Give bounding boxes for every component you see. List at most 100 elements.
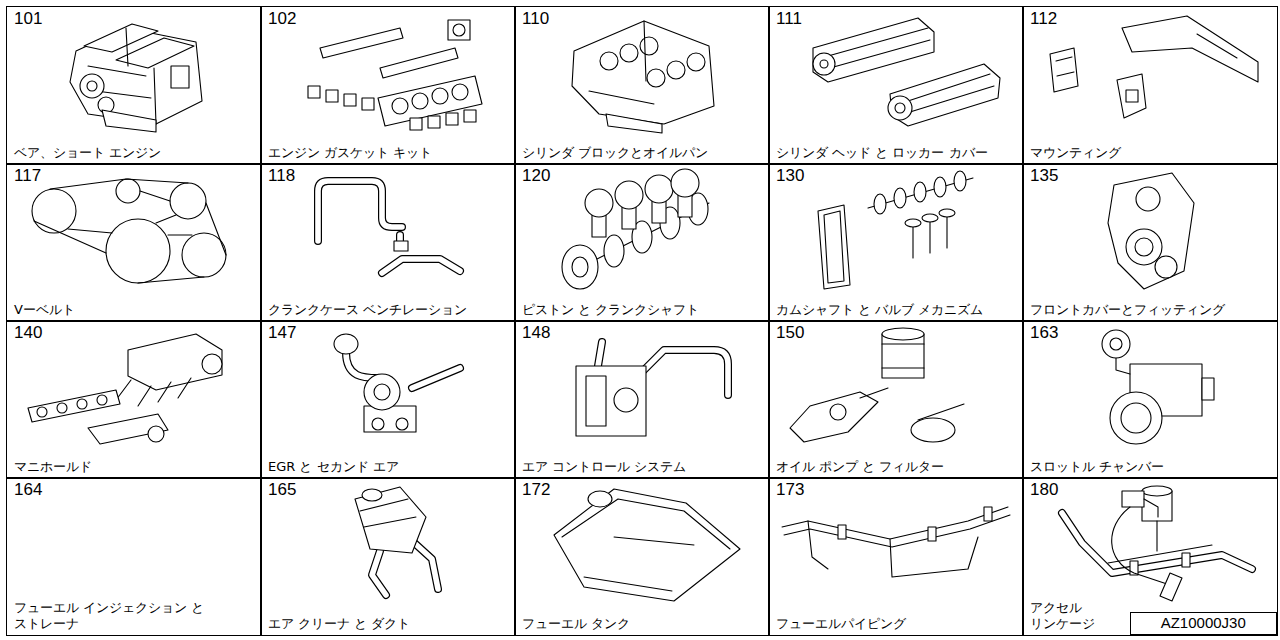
section-number: 117	[14, 166, 41, 186]
cylinder-head-illustration-part	[813, 53, 835, 75]
cylinder-block-illustration	[572, 21, 714, 133]
egr-illustration-part	[364, 406, 416, 432]
camshaft-illustration-part	[939, 209, 955, 217]
section-name: カムシャフト と バルブ メカニズム	[776, 302, 983, 318]
catalog-cell: 164フューエル インジェクション と ストレーナ	[6, 477, 262, 636]
accelerator-linkage-illustration-part	[1160, 573, 1182, 601]
throttle-chamber-illustration-part	[1202, 378, 1214, 400]
v-belt-illustration-part	[116, 179, 140, 203]
engine-illustration-part	[80, 74, 104, 98]
section-name: オイル ポンプ と フィルター	[776, 459, 944, 475]
ventilation-hose-illustration-part	[394, 241, 408, 251]
engine-illustration-part	[102, 110, 156, 132]
section-name: クランクケース ベンチレーション	[268, 302, 467, 318]
air-control-illustration	[576, 342, 728, 436]
air-control-illustration-part	[598, 342, 602, 366]
gasket-illustration	[308, 20, 482, 130]
air-cleaner-illustration-part	[372, 551, 386, 595]
gasket-illustration-part	[320, 28, 403, 58]
cylinder-head-illustration-part	[828, 28, 930, 68]
fuel-tank-illustration-part	[554, 489, 740, 601]
section-number: 172	[522, 480, 550, 500]
camshaft-illustration-part	[905, 219, 921, 227]
v-belt-illustration-part	[34, 179, 226, 283]
gasket-illustration-part	[410, 118, 422, 130]
fuel-injection-illustration-part	[1182, 553, 1190, 567]
gasket-illustration-part	[464, 110, 476, 122]
camshaft-illustration-part	[934, 177, 946, 197]
manifold-illustration-part	[28, 390, 120, 422]
cylinder-head-illustration	[813, 18, 1000, 126]
gasket-illustration-part	[380, 48, 458, 78]
fuel-piping-illustration-part	[984, 507, 992, 521]
section-number: 118	[268, 166, 295, 186]
air-cleaner-illustration	[355, 487, 438, 595]
gasket-illustration-part	[452, 84, 468, 100]
v-belt-illustration-part	[182, 233, 226, 277]
section-name: EGR と セカンド エア	[268, 459, 399, 475]
manifold-illustration-part	[148, 426, 164, 442]
catalog-cell: 150オイル ポンプ と フィルター	[768, 320, 1024, 479]
throttle-chamber-illustration-part	[1102, 330, 1130, 358]
section-number: 147	[268, 323, 296, 343]
camshaft-illustration-part	[954, 171, 966, 191]
ventilation-hose-illustration	[318, 181, 460, 273]
egr-illustration-part	[372, 418, 384, 430]
fuel-piping-illustration	[782, 507, 1010, 577]
fuel-injection-illustration	[1062, 486, 1252, 575]
air-cleaner-illustration-part	[355, 487, 426, 553]
catalog-cell: 130カムシャフト と バルブ メカニズム	[768, 163, 1024, 322]
catalog-cell: 120ピストン と クランクシャフト	[514, 163, 770, 322]
cylinder-block-illustration-part	[620, 44, 638, 62]
gasket-illustration-part	[446, 113, 458, 125]
catalog-cell: 101ベア、ショート エンジン	[6, 6, 262, 165]
section-number: 102	[268, 9, 296, 29]
front-cover-illustration	[1108, 173, 1194, 289]
cylinder-head-illustration-part	[813, 18, 934, 82]
oil-pump-filter-illustration-part	[860, 388, 888, 398]
throttle-chamber-illustration-part	[1121, 403, 1151, 433]
mounting-illustration-part	[1197, 34, 1237, 58]
catalog-cell: 102エンジン ガスケット キット	[260, 6, 516, 165]
gasket-illustration-part	[432, 88, 448, 104]
piston-crankshaft-illustration	[562, 169, 709, 289]
mounting-illustration	[1050, 16, 1258, 118]
ventilation-hose-illustration-part	[318, 181, 402, 241]
manifold-illustration-part	[116, 378, 191, 406]
air-control-illustration-part	[576, 366, 646, 436]
fuel-piping-illustration-part	[838, 525, 846, 539]
camshaft-illustration	[818, 171, 973, 289]
camshaft-illustration-part	[818, 205, 850, 289]
catalog-cell: 111シリンダ ヘッド と ロッカー カバー	[768, 6, 1024, 165]
camshaft-illustration-part	[922, 214, 938, 222]
mounting-illustration-part	[1126, 90, 1138, 102]
oil-pump-filter-illustration-part	[911, 418, 955, 442]
gasket-illustration-part	[344, 94, 356, 106]
accelerator-linkage-illustration-part	[1112, 507, 1170, 585]
gasket-illustration-part	[308, 86, 320, 98]
piston-crankshaft-illustration-part	[572, 257, 588, 277]
section-number: 164	[14, 480, 42, 500]
catalog-cell: 117Vーベルト	[6, 163, 262, 322]
cylinder-block-illustration-part	[647, 69, 665, 87]
mounting-illustration-part	[1117, 74, 1146, 118]
section-number: 180	[1030, 480, 1058, 500]
section-name: アクセル リンケージ	[1030, 600, 1108, 632]
cylinder-block-illustration-part	[667, 61, 685, 79]
section-name: シリンダ ブロックとオイルパン	[522, 145, 708, 161]
fuel-piping-illustration-part	[808, 521, 978, 577]
egr-illustration-part	[346, 352, 378, 378]
catalog-cell: 140マニホールド	[6, 320, 262, 479]
egr-illustration-part	[396, 418, 408, 430]
air-cleaner-illustration-part	[362, 489, 382, 501]
gasket-illustration-part	[326, 90, 338, 102]
front-cover-illustration-part	[1135, 238, 1153, 256]
fuel-injection-illustration-part	[1156, 521, 1157, 551]
fuel-piping-illustration-part	[782, 507, 1008, 539]
figure-code-box: AZ10000J30	[1130, 612, 1278, 636]
gasket-illustration-part	[392, 98, 408, 114]
cylinder-block-illustration-part	[572, 21, 714, 124]
fuel-injection-illustration-part	[1062, 513, 1252, 573]
air-cleaner-illustration-part	[372, 551, 386, 595]
